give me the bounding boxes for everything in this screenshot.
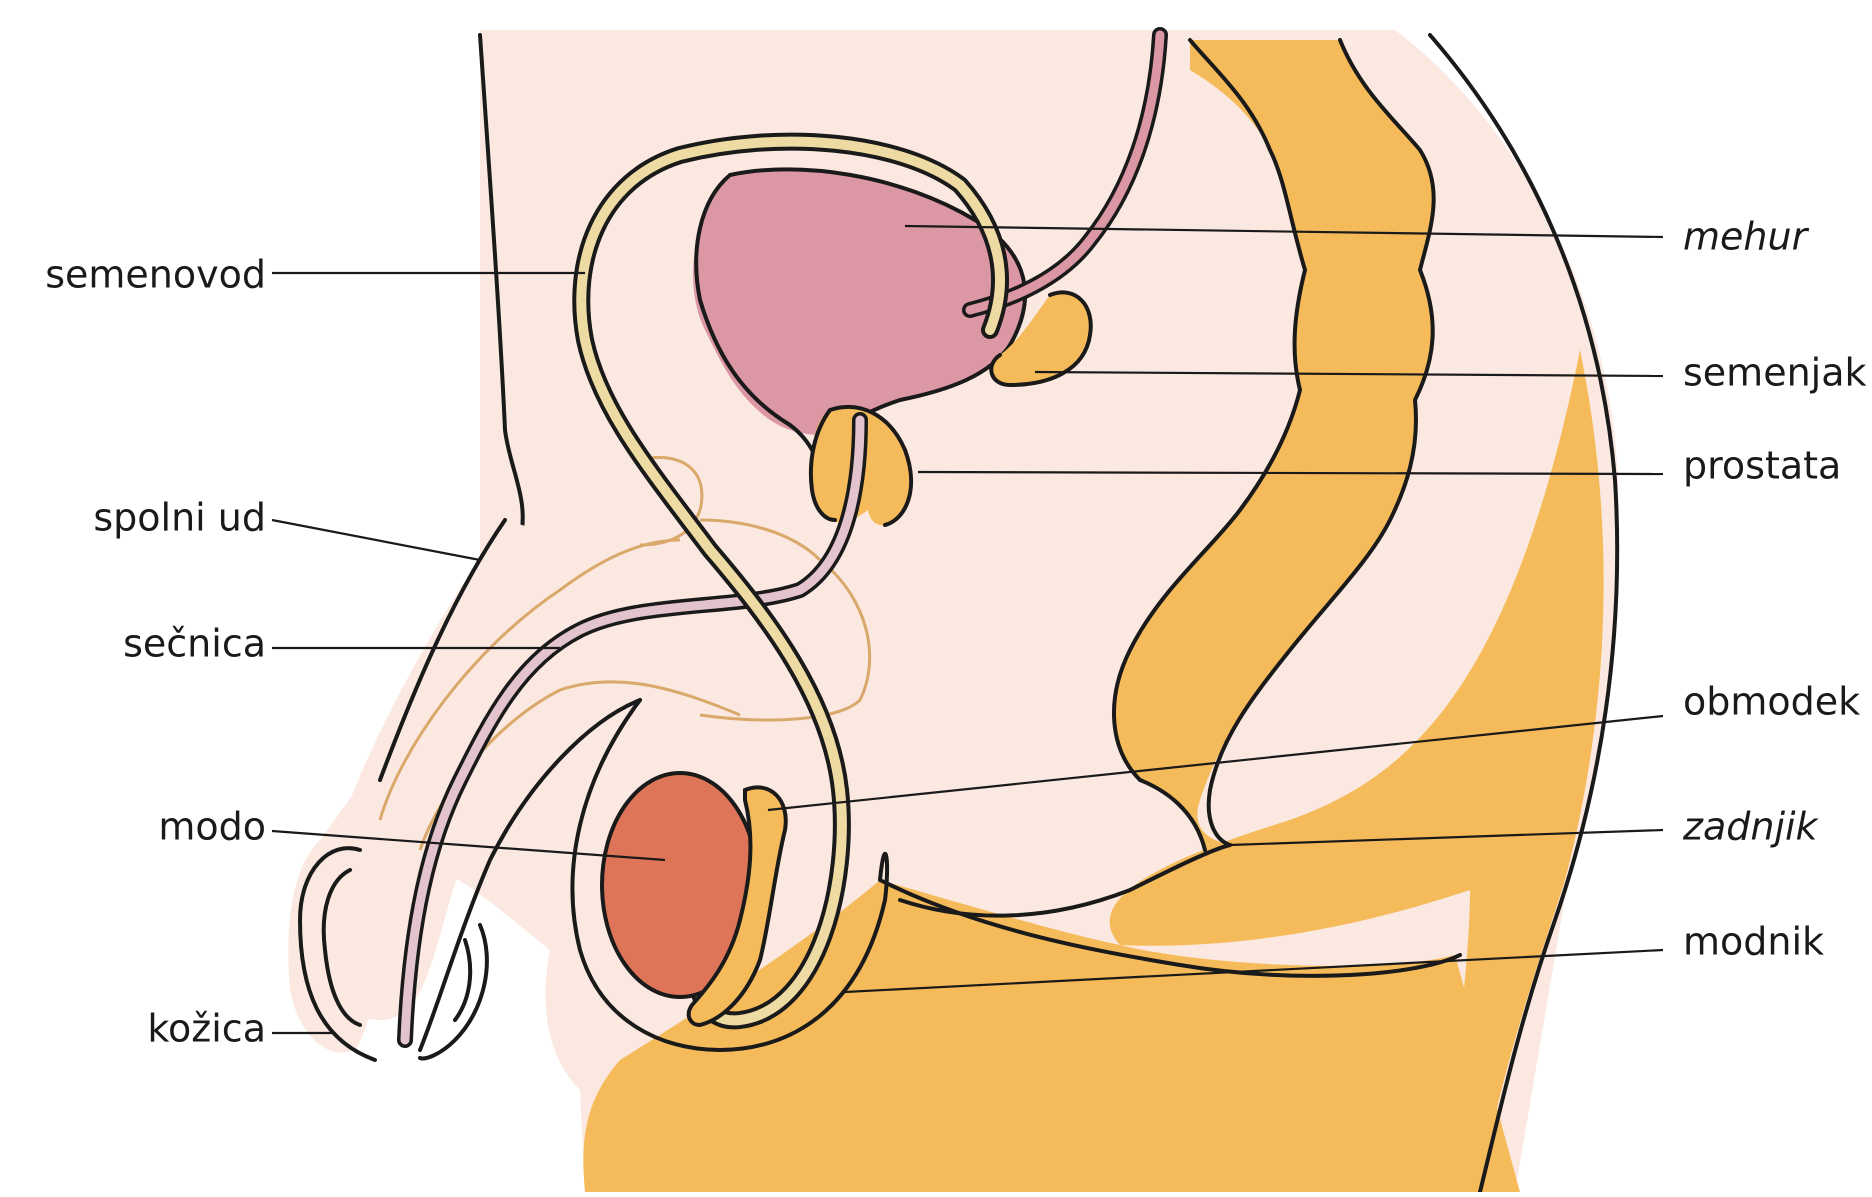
label-zadnjik: zadnjik: [1682, 805, 1820, 849]
label-modo: modo: [158, 805, 266, 849]
label-kozica: kožica: [147, 1007, 266, 1051]
label-prostata: prostata: [1683, 444, 1841, 488]
label-semenovod: semenovod: [45, 253, 266, 297]
label-obmodek: obmodek: [1683, 680, 1860, 724]
label-semenjak: semenjak: [1683, 351, 1867, 395]
label-mehur: mehur: [1683, 215, 1810, 259]
leader-spolni-ud: [272, 520, 480, 560]
label-modnik: modnik: [1683, 920, 1824, 964]
label-secnica: sečnica: [123, 622, 266, 666]
label-spolni-ud: spolni ud: [93, 496, 266, 540]
